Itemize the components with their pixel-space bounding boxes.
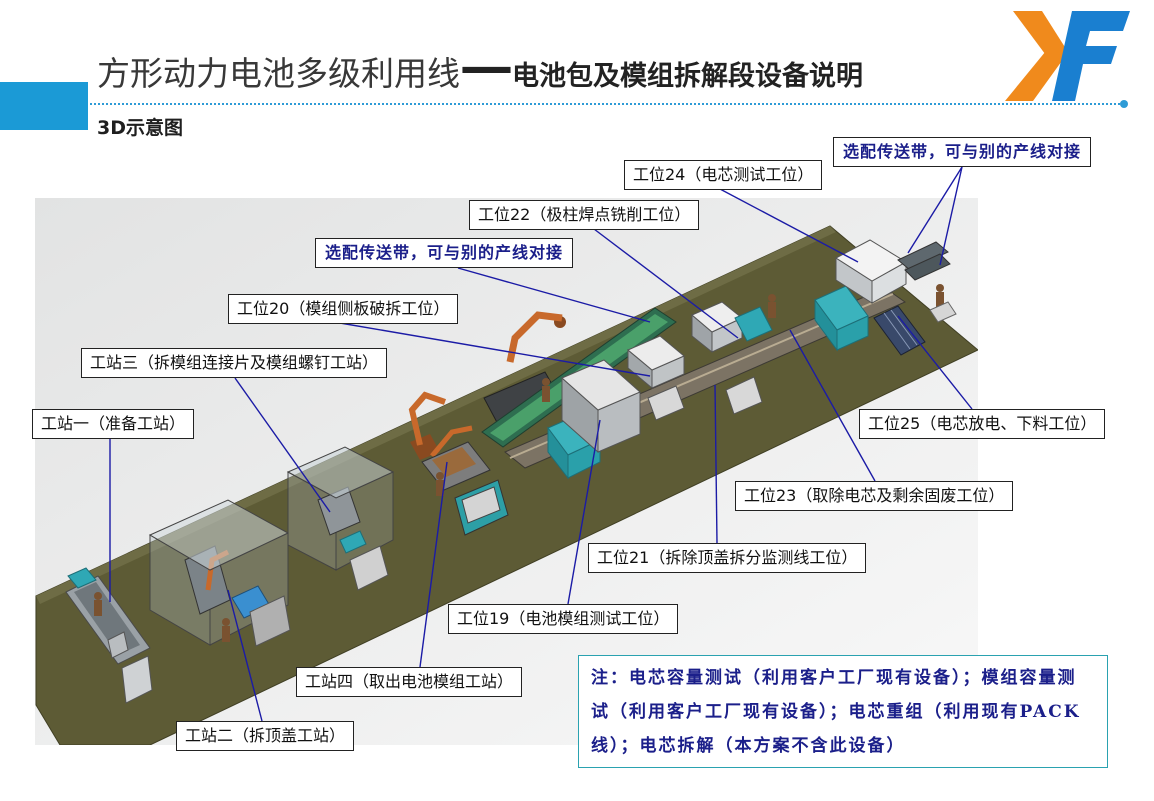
- station-3-teal-unit: [339, 530, 367, 554]
- callout-optional-conveyor-middle: 选配传送带，可与别的产线对接: [315, 238, 574, 268]
- station-1-bin: [107, 631, 129, 659]
- cell-bin-divider: [883, 312, 911, 350]
- title-subtitle: 电池包及模组拆解段设备说明: [512, 61, 863, 92]
- note-line: 注：电芯容量测试（利用客户工厂现有设备）；模组容量测: [591, 668, 1077, 688]
- leader-line-20: [339, 322, 651, 377]
- front-bin: [725, 376, 763, 415]
- station-3-enclosure: [286, 446, 395, 591]
- station-2-rack: [249, 595, 291, 647]
- leader-line-belt-mid: [457, 267, 651, 323]
- callout-workstation-4: 工站四（取出电池模组工站）: [296, 667, 523, 697]
- station-23-teal-unit: [734, 306, 773, 342]
- front-bin: [647, 385, 685, 421]
- station-20-box-top: [627, 335, 685, 371]
- robot-arm: [408, 391, 446, 446]
- callout-station-19: 工位19（电池模组测试工位）: [448, 604, 679, 634]
- leader-line-s4: [419, 461, 448, 668]
- optional-conveyor-right: [904, 253, 951, 281]
- callout-optional-conveyor-right: 选配传送带，可与别的产线对接: [833, 137, 1092, 167]
- callout-workstation-2: 工站二（拆顶盖工站）: [176, 721, 355, 751]
- enclosure-top-face: [286, 446, 395, 499]
- logo-blue-f: [1052, 11, 1130, 101]
- callout-workstation-3: 工站三（拆模组连接片及模组螺钉工站）: [81, 348, 388, 378]
- station-2-enclosure: [148, 499, 291, 647]
- leader-line-24: [719, 188, 859, 263]
- robot-arm: [506, 311, 563, 363]
- note-line: 试（利用客户工厂现有设备）；电芯重组（利用现有PACK: [591, 702, 1081, 722]
- title-separator: ——: [461, 40, 512, 96]
- station-1-bin: [121, 655, 153, 704]
- leader-line-s2: [227, 589, 263, 722]
- callout-workstation-1: 工站一（准备工站）: [32, 409, 195, 439]
- worker-figure: [94, 592, 102, 616]
- station-4-equipment: [408, 391, 509, 536]
- leader-line-23: [789, 329, 876, 482]
- leader-line-25: [897, 315, 973, 410]
- station-1-teal-unit: [67, 567, 97, 589]
- station-4-rack-load: [432, 447, 476, 477]
- worker-mat: [929, 301, 957, 323]
- title-main: 方形动力电池多级利用线: [97, 54, 460, 93]
- station-1-equipment: [65, 567, 153, 704]
- leader-line-22: [593, 228, 739, 339]
- callout-station-21: 工位21（拆除顶盖拆分监测线工位）: [588, 543, 867, 573]
- cell-bin-divider: [890, 309, 918, 346]
- station-19-teal-side: [567, 439, 601, 479]
- callout-station-25: 工位25（电芯放电、下料工位）: [859, 409, 1106, 439]
- callout-station-22: 工位22（极柱焊点铣削工位）: [469, 200, 700, 230]
- page-title: 方形动力电池多级利用线 —— 电池包及模组拆解段设备说明: [97, 40, 863, 98]
- leader-line-19: [567, 419, 601, 605]
- xf-logo: [1005, 11, 1130, 101]
- worker-figure: [936, 284, 944, 308]
- section-label: 3D示意图: [97, 117, 183, 139]
- leader-line-belt-top-a: [907, 166, 963, 254]
- worker-figure: [768, 294, 776, 318]
- worker-figure: [222, 618, 230, 642]
- worker-figure: [542, 378, 550, 402]
- worker-figure: [436, 472, 444, 496]
- main-line: [504, 239, 957, 480]
- accent-bar: [0, 82, 88, 130]
- title-divider: [90, 103, 1120, 105]
- leader-lines: [109, 166, 973, 722]
- robot-arm: [430, 425, 473, 458]
- logo-orange-lower-stroke: [1005, 46, 1064, 101]
- optional-conveyor-right: [897, 241, 949, 271]
- line-3d-illustration: [35, 198, 978, 745]
- station-3-bin: [349, 545, 389, 591]
- divider-end-dot: [1120, 100, 1128, 108]
- note-box: 注：电芯容量测试（利用客户工厂现有设备）；模组容量测 试（利用客户工厂现有设备）…: [578, 655, 1108, 768]
- station-25-cell-bins: [873, 305, 926, 356]
- note-line: 线）；电芯拆解（本方案不含此设备）: [591, 736, 906, 756]
- callout-station-24: 工位24（电芯测试工位）: [624, 160, 823, 190]
- leader-line-21: [714, 384, 718, 544]
- callout-station-23: 工位23（取除电芯及剩余固废工位）: [735, 481, 1014, 511]
- callout-station-20: 工位20（模组侧板破拆工位）: [228, 294, 459, 324]
- station-4-bin-inner: [461, 486, 501, 524]
- leader-line-s3: [234, 377, 331, 513]
- station-25-teal-side: [836, 315, 869, 351]
- leader-line-belt-top-b: [939, 166, 963, 266]
